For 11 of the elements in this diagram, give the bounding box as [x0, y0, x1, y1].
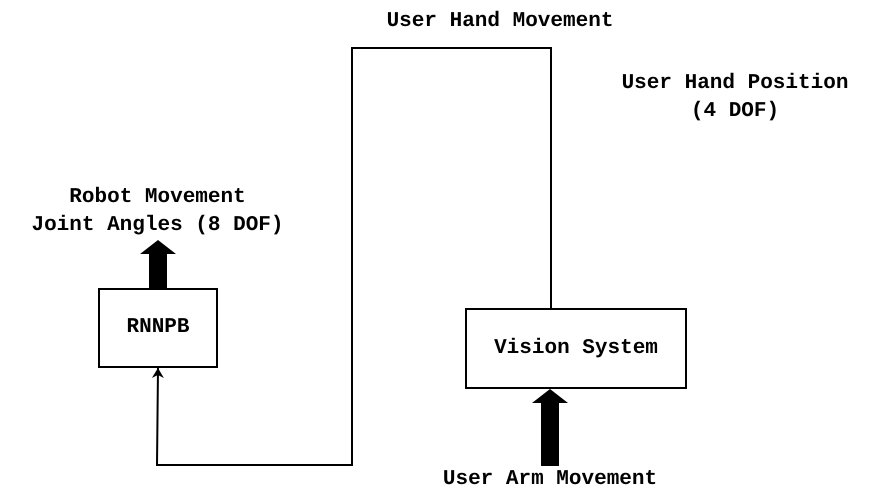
box-label: RNNPB — [126, 315, 190, 341]
edge-label: User Hand Movement — [386, 9, 614, 35]
connector-arrow — [152, 47, 552, 466]
box-label: Vision System — [494, 336, 658, 362]
block-arrow — [140, 240, 176, 288]
process-box — [465, 308, 687, 389]
text-label: Robot Movement Joint Angles (8 DOF) — [30, 185, 285, 239]
block-arrow — [532, 389, 568, 466]
process-box — [98, 288, 218, 368]
text-label: User Arm Movement — [442, 467, 658, 493]
text-label: User Hand Position (4 DOF) — [620, 71, 850, 125]
